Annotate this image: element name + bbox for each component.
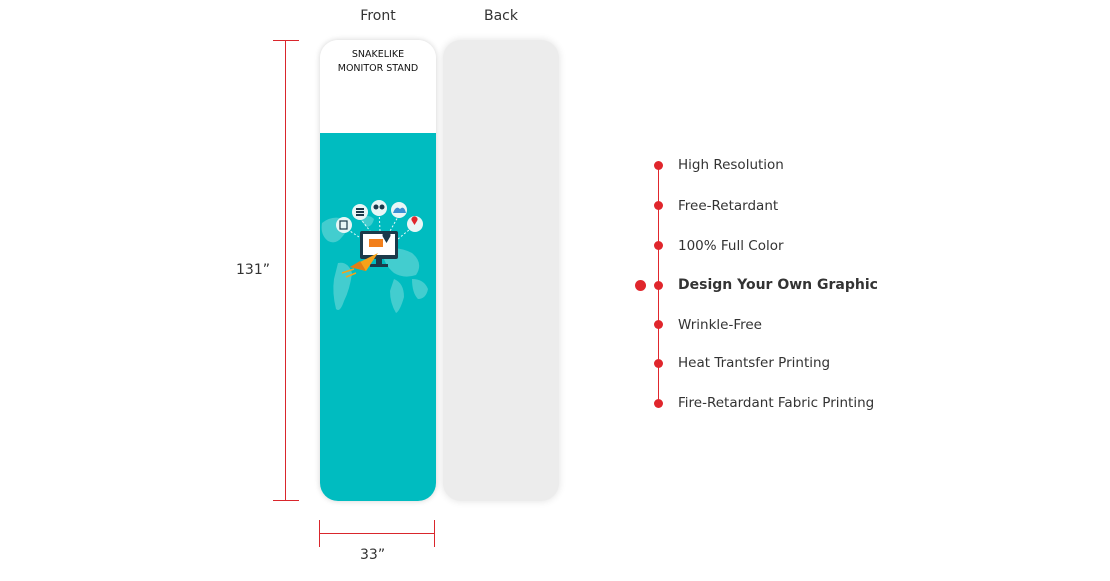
banner-title: SNAKELIKE MONITOR STAND xyxy=(320,48,436,76)
width-dimension-line xyxy=(319,533,435,534)
banner-graphic-area xyxy=(320,133,436,501)
feature-label: Wrinkle-Free xyxy=(678,317,762,333)
feature-bullet-dot xyxy=(654,241,663,250)
width-dimension-cap-right xyxy=(434,520,435,547)
banner-title-line-1: SNAKELIKE xyxy=(351,49,405,60)
world-network-illustration xyxy=(321,200,428,313)
height-dimension-line xyxy=(285,40,286,501)
width-dimension-cap-left xyxy=(319,520,320,547)
height-dimension-label: 131” xyxy=(236,262,270,278)
feature-label: Heat Trantsfer Printing xyxy=(678,355,831,371)
feature-bullet-dot xyxy=(654,201,663,210)
height-dimension-cap-top xyxy=(273,40,299,41)
feature-bullet-dot xyxy=(654,320,663,329)
width-dimension-label: 33” xyxy=(360,547,386,563)
banner-title-line-2: MONITOR STAND xyxy=(337,63,419,74)
feature-bullet-dot xyxy=(654,161,663,170)
feature-label-active: Design Your Own Graphic xyxy=(678,277,878,293)
feature-label: Free-Retardant xyxy=(678,198,779,214)
active-feature-marker xyxy=(635,280,646,291)
banner-header-area: SNAKELIKE MONITOR STAND xyxy=(320,40,436,133)
feature-bullet-dot xyxy=(654,281,663,290)
feature-bullet-dot xyxy=(654,399,663,408)
back-label: Back xyxy=(484,8,518,24)
front-label: Front xyxy=(360,8,396,24)
banner-back-preview[interactable] xyxy=(443,40,559,501)
feature-bullet-dot xyxy=(654,359,663,368)
height-dimension-cap-bottom xyxy=(273,500,299,501)
feature-label: 100% Full Color xyxy=(678,238,784,254)
feature-label: High Resolution xyxy=(678,157,784,173)
feature-label: Fire-Retardant Fabric Printing xyxy=(678,395,875,411)
banner-front-preview[interactable]: SNAKELIKE MONITOR STAND xyxy=(320,40,436,501)
